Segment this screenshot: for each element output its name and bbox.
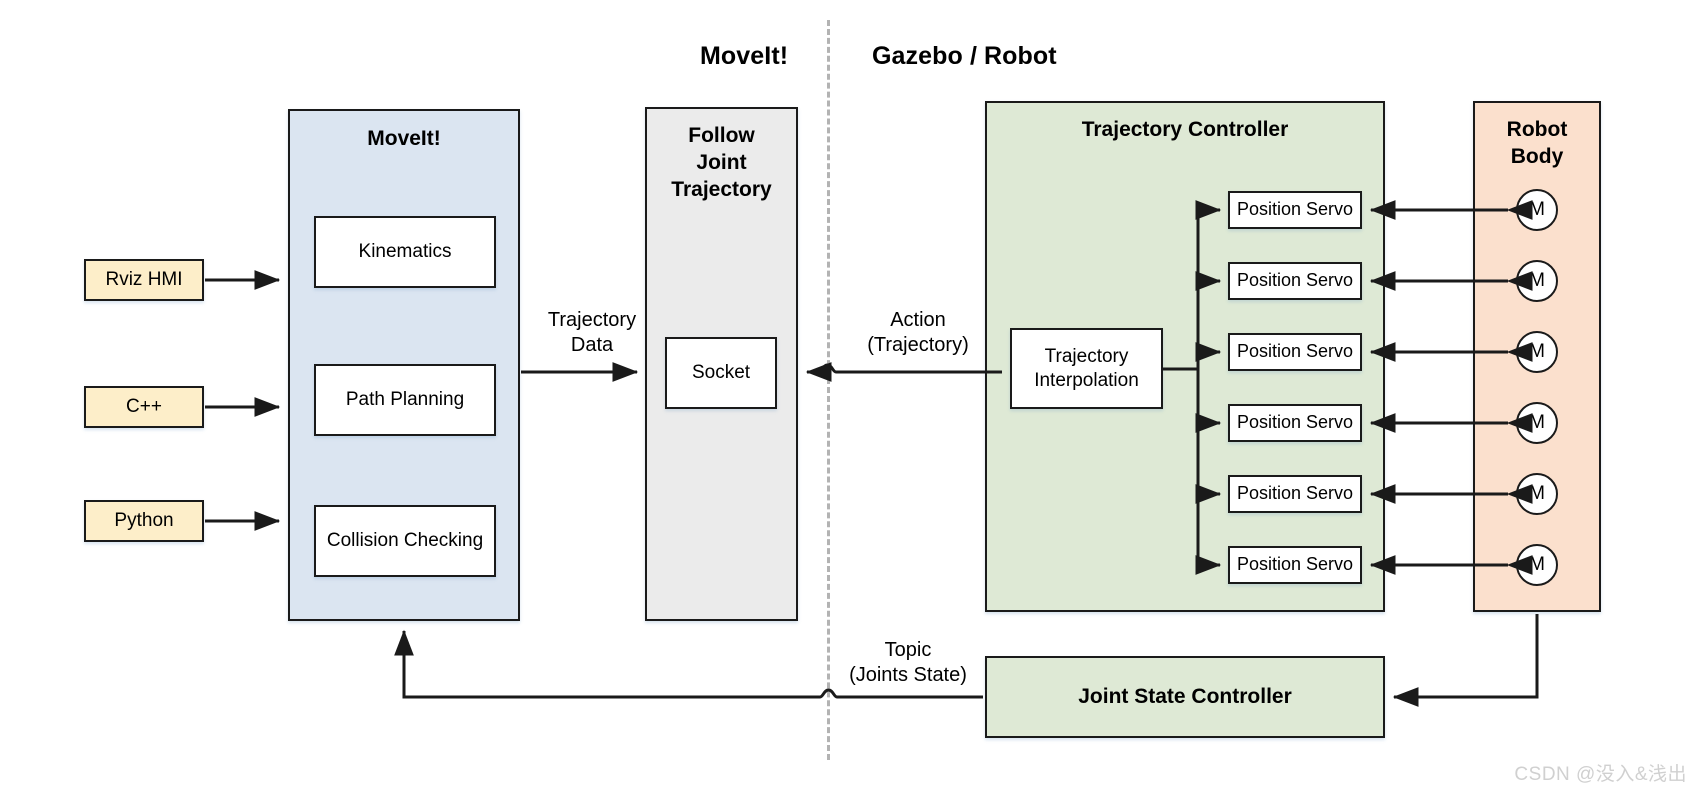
module-position-servo-6[interactable]: Position Servo: [1228, 546, 1362, 584]
module-kinematics[interactable]: Kinematics: [314, 216, 496, 288]
motor-label: M: [1529, 341, 1545, 362]
panel-robot-body-title: Robot Body: [1506, 118, 1568, 168]
section-title-moveit: MoveIt!: [700, 42, 789, 70]
edge-label-action-trajectory: Action (Trajectory): [838, 308, 998, 358]
module-path-planning[interactable]: Path Planning: [314, 364, 496, 436]
input-box-python[interactable]: Python: [84, 500, 204, 542]
module-label: Position Servo: [1236, 554, 1354, 575]
module-label: Kinematics: [358, 241, 452, 263]
motor-2[interactable]: M: [1516, 260, 1558, 302]
module-position-servo-2[interactable]: Position Servo: [1228, 262, 1362, 300]
input-box-rviz-hmi[interactable]: Rviz HMI: [84, 259, 204, 301]
motor-3[interactable]: M: [1516, 331, 1558, 373]
module-socket[interactable]: Socket: [665, 337, 777, 409]
input-box-label: Rviz HMI: [105, 269, 183, 291]
panel-follow-joint-trajectory-title: Follow Joint Trajectory: [671, 124, 772, 201]
module-position-servo-3[interactable]: Position Servo: [1228, 333, 1362, 371]
edge-label-line: Data: [570, 334, 614, 356]
edge-label-line: (Joints State): [849, 664, 967, 686]
module-label: Trajectory Interpolation: [1034, 346, 1139, 391]
module-label: Path Planning: [345, 389, 465, 411]
motor-6[interactable]: M: [1516, 544, 1558, 586]
module-position-servo-5[interactable]: Position Servo: [1228, 475, 1362, 513]
motor-1[interactable]: M: [1516, 189, 1558, 231]
input-box-cpp[interactable]: C++: [84, 386, 204, 428]
node-joint-state-controller[interactable]: Joint State Controller: [985, 656, 1385, 738]
motor-label: M: [1529, 483, 1545, 504]
module-label: Position Servo: [1236, 199, 1354, 220]
module-label: Position Servo: [1236, 341, 1354, 362]
edge-label-line: Topic: [884, 639, 932, 661]
panel-moveit-title: MoveIt!: [367, 127, 441, 150]
edge-action-trajectory: [805, 362, 1002, 382]
motor-label: M: [1529, 412, 1545, 433]
module-label: Position Servo: [1236, 483, 1354, 504]
module-label: Socket: [691, 362, 751, 384]
motor-label: M: [1529, 270, 1545, 291]
module-position-servo-1[interactable]: Position Servo: [1228, 191, 1362, 229]
section-title-gazebo: Gazebo / Robot: [872, 42, 1057, 70]
node-label: Joint State Controller: [1078, 685, 1292, 709]
edge-label-topic-joints-state: Topic (Joints State): [828, 638, 988, 688]
module-trajectory-interpolation[interactable]: Trajectory Interpolation: [1010, 328, 1163, 409]
edge-label-line: Trajectory: [547, 309, 637, 331]
input-box-label: Python: [114, 510, 174, 532]
input-box-label: C++: [126, 396, 162, 418]
module-label: Position Servo: [1236, 270, 1354, 291]
motor-label: M: [1529, 199, 1545, 220]
edge-robot-to-joint-state: [1392, 614, 1539, 707]
watermark: CSDN @没入&浅出: [1514, 764, 1687, 785]
edge-label-trajectory-data: Trajectory Data: [527, 308, 657, 358]
motor-5[interactable]: M: [1516, 473, 1558, 515]
motor-4[interactable]: M: [1516, 402, 1558, 444]
edge-label-line: (Trajectory): [867, 334, 969, 356]
panel-trajectory-controller-title: Trajectory Controller: [1081, 118, 1289, 141]
edge-label-line: Action: [890, 309, 946, 331]
module-collision-checking[interactable]: Collision Checking: [314, 505, 496, 577]
module-position-servo-4[interactable]: Position Servo: [1228, 404, 1362, 442]
motor-label: M: [1529, 554, 1545, 575]
section-divider: [827, 20, 830, 760]
module-label: Collision Checking: [326, 530, 484, 552]
module-label: Position Servo: [1236, 412, 1354, 433]
